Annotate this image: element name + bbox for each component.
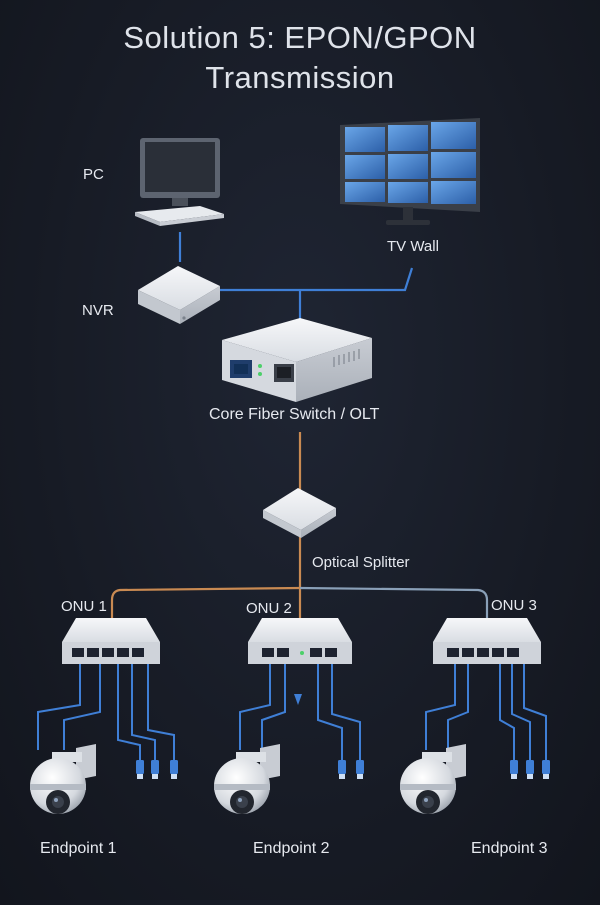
onu-label: ONU 2 (246, 600, 292, 617)
optical-splitter-device (263, 488, 336, 538)
diagram-title: Solution 5: EPON/GPON (123, 20, 477, 55)
switch-vents (333, 349, 360, 367)
camera-icon (30, 744, 96, 814)
pc-device (135, 138, 224, 226)
pc-label: PC (83, 166, 104, 183)
endpoint-label: Endpoint 3 (471, 840, 548, 857)
fiber-links (110, 432, 302, 618)
endpoint-label: Endpoint 2 (253, 840, 330, 857)
core-switch-device (222, 318, 372, 402)
rj45-connectors (136, 760, 550, 779)
tv-wall-label: TV Wall (387, 238, 439, 255)
onu-label: ONU 1 (61, 598, 107, 615)
onu-switch (433, 618, 541, 664)
tv-wall-device (340, 118, 480, 225)
nvr-device (138, 266, 220, 324)
splitter-to-onu3-fiber (299, 586, 489, 618)
nvr-label: NVR (82, 302, 114, 319)
core-switch-label: Core Fiber Switch / OLT (209, 406, 380, 423)
camera-icon (400, 744, 466, 814)
nvr-to-tv-wall-link (220, 267, 414, 292)
onu-label: ONU 3 (491, 597, 537, 614)
status-led-icon (258, 364, 262, 368)
onu-drop-cables (37, 664, 547, 760)
splitter-label: Optical Splitter (312, 554, 410, 571)
status-led-icon (258, 372, 262, 376)
onu-switch (248, 618, 352, 664)
diagram-title-line2: Transmission (205, 60, 395, 95)
network-links (178, 232, 414, 320)
onu-switch (62, 618, 160, 664)
arrow-down-icon (294, 694, 302, 705)
endpoint-label: Endpoint 1 (40, 840, 117, 857)
camera-icon (214, 744, 280, 814)
splitter-to-onu1-fiber (110, 586, 301, 618)
